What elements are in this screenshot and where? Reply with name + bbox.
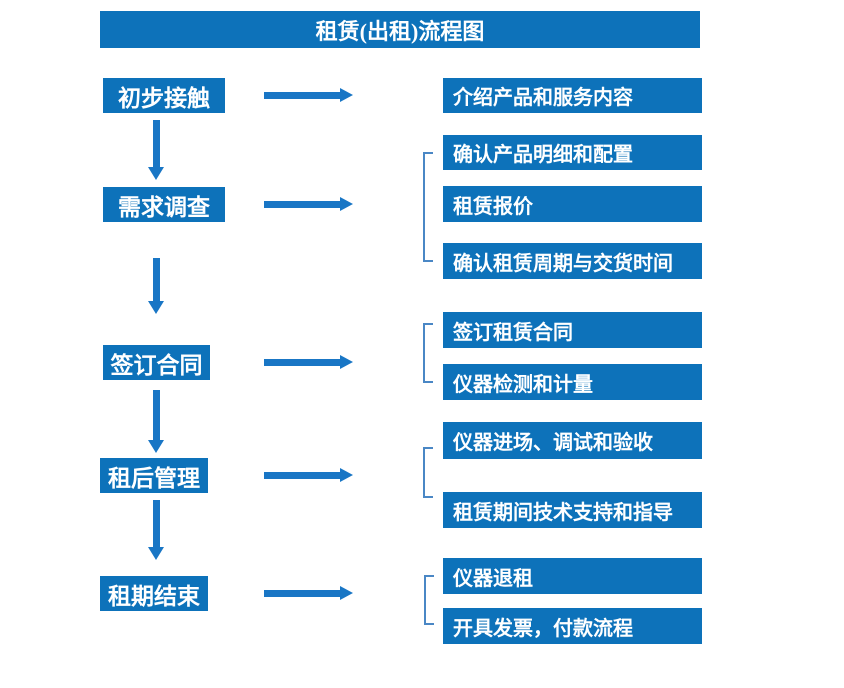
right-arrow-icon [264,355,353,369]
down-arrow-icon [148,120,165,180]
group-bracket [423,323,433,383]
arrow-head [340,586,353,600]
right-arrow-icon [264,197,353,211]
detail-box-rental-quotation: 租赁报价 [443,186,702,222]
arrow-shaft [264,589,341,597]
arrow-head [340,197,353,211]
arrow-head [148,547,164,560]
detail-box-sign-rental-contract: 签订租赁合同 [443,312,702,348]
down-arrow-icon [148,258,165,314]
arrow-shaft [153,258,160,302]
title-bar: 租赁(出租)流程图 [100,11,700,48]
arrow-head [148,167,164,180]
detail-box-introduce-products: 介绍产品和服务内容 [443,78,702,113]
group-bracket [423,447,433,498]
right-arrow-icon [264,88,353,102]
right-arrow-icon [264,468,353,482]
detail-box-invoice-payment: 开具发票，付款流程 [443,608,702,644]
stage-box-sign-contract: 签订合同 [103,345,210,380]
arrow-head [148,440,164,453]
detail-box-confirm-product-details: 确认产品明细和配置 [443,135,702,170]
right-arrow-icon [264,586,353,600]
detail-box-confirm-rental-period: 确认租赁周期与交货时间 [443,243,702,279]
stage-box-initial-contact: 初步接触 [103,78,225,113]
arrow-shaft [264,471,341,479]
down-arrow-icon [148,390,165,453]
stage-box-post-rental-management: 租后管理 [100,458,208,493]
arrow-shaft [153,120,160,168]
stage-box-demand-survey: 需求调查 [103,187,225,222]
arrow-shaft [264,358,341,366]
arrow-head [340,355,353,369]
stage-box-lease-end: 租期结束 [100,576,208,611]
arrow-head [340,88,353,102]
down-arrow-icon [148,500,165,560]
arrow-shaft [264,91,341,99]
arrow-head [340,468,353,482]
arrow-shaft [264,200,341,208]
detail-box-instrument-inspection: 仪器检测和计量 [443,364,702,400]
detail-box-instrument-setup: 仪器进场、调试和验收 [443,422,702,459]
detail-box-instrument-return: 仪器退租 [443,558,702,594]
arrow-shaft [153,500,160,548]
detail-box-technical-support: 租赁期间技术支持和指导 [443,492,702,528]
page-title: 租赁(出租)流程图 [315,18,485,44]
arrow-head [148,301,164,314]
group-bracket [424,575,434,625]
arrow-shaft [153,390,160,441]
group-bracket [423,152,433,262]
